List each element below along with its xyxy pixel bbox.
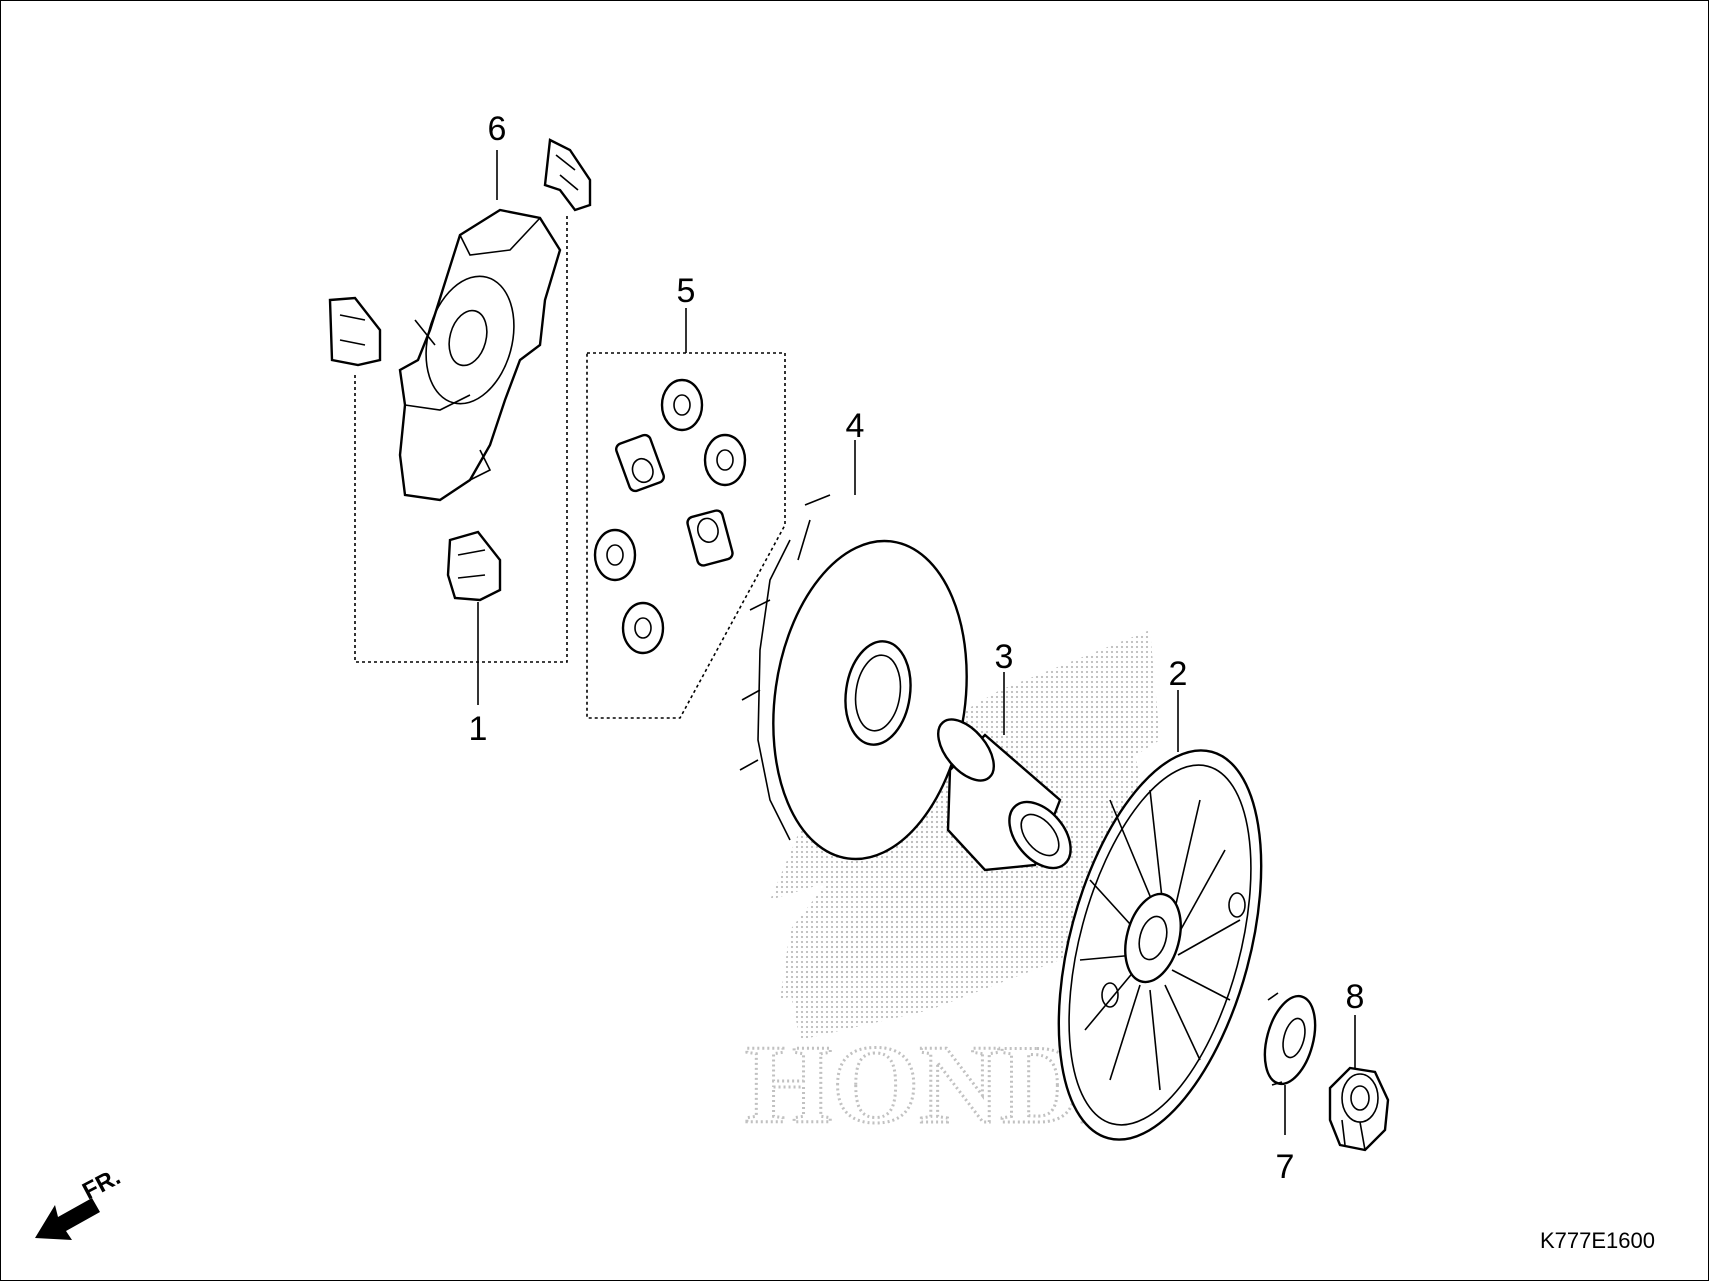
front-marker-text: FR.: [78, 1163, 125, 1205]
part-slide-piece-top: [543, 138, 592, 212]
part-washer: [1263, 992, 1317, 1086]
callout-3: 3: [995, 638, 1014, 676]
diagram-code: K777E1600: [1540, 1228, 1655, 1253]
callout-2: 2: [1169, 655, 1188, 693]
callout-5: 5: [677, 272, 696, 310]
callout-1: 1: [469, 710, 488, 748]
part-drive-face-boss: [937, 718, 1072, 872]
part-weight-rollers: [593, 378, 747, 655]
front-direction-arrow: FR.: [35, 1163, 125, 1240]
callout-8: 8: [1346, 978, 1365, 1016]
callout-6: 6: [488, 110, 507, 148]
callout-4: 4: [846, 407, 865, 445]
part-movable-drive-face: [739, 494, 968, 861]
part-flange-nut: [1328, 1066, 1390, 1152]
part-drive-face: [1057, 749, 1263, 1141]
part-slide-piece-left: [328, 296, 382, 367]
callout-7: 7: [1276, 1148, 1295, 1186]
part-ramp-plate: [398, 208, 562, 502]
part-slide-piece-bottom: [446, 530, 502, 602]
